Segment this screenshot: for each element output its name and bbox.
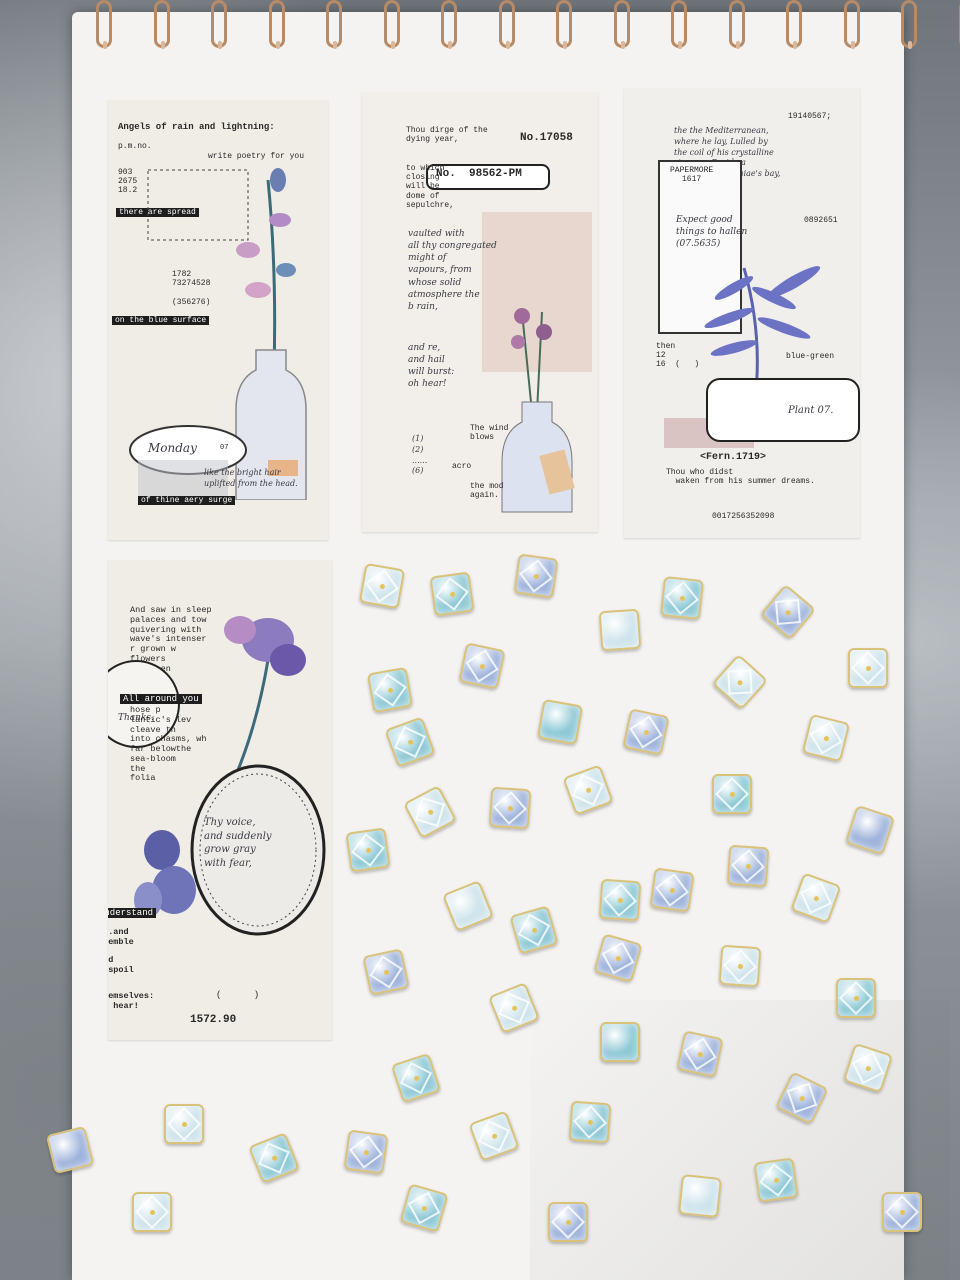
epoxy-tile	[568, 1100, 612, 1144]
spiral-ring	[843, 0, 860, 49]
which-closing-text: to which closing will be dome of sepulch…	[406, 164, 455, 210]
plant-script: Plant 07.	[788, 405, 834, 416]
epoxy-tile	[548, 1202, 588, 1242]
epoxy-tile	[366, 666, 414, 714]
dirge-text: Thou dirge of the dying year,	[406, 126, 488, 145]
handwriting-vaulted: vaulted with all thy congregated might o…	[408, 229, 497, 312]
poem-text-middle: hose p lantic's lev cleave th into chasm…	[130, 705, 207, 784]
epoxy-tile	[718, 944, 762, 988]
flower-bottle-illustration	[129, 168, 307, 500]
spiral-ring	[383, 0, 400, 49]
epoxy-tile	[726, 844, 770, 888]
spiral-ring	[901, 0, 917, 49]
epoxy-tile	[429, 571, 475, 617]
despoil-text: and despoil	[108, 955, 134, 975]
plant-frame	[706, 378, 860, 442]
acro-text: acro	[452, 462, 472, 471]
epoxy-tile	[362, 948, 410, 996]
label-there-are-spread: there are spread	[116, 208, 199, 218]
label-all-around: All around you	[120, 694, 202, 705]
epoxy-tile	[598, 608, 642, 652]
blue-green-label: blue-green	[786, 352, 835, 361]
label-aery-surge: of thine aery surge	[138, 496, 236, 506]
mod-again-text: the mod again.	[470, 482, 504, 501]
spiral-ring	[96, 0, 112, 49]
epoxy-tile	[600, 1022, 640, 1062]
spiral-ring	[211, 0, 227, 49]
handwriting-hail: and re, and hail will burst: oh hear!	[408, 343, 455, 390]
epoxy-tile	[358, 562, 406, 610]
epoxy-tile	[848, 648, 888, 688]
code-number: 19140567;	[788, 112, 832, 121]
spiral-ring	[556, 0, 572, 49]
number-block: 903 2675 18.2	[118, 168, 138, 196]
spiral-ring	[441, 0, 457, 49]
epoxy-tile	[622, 708, 670, 756]
handwriting-bright-hair: like the bright hair uplifted from the h…	[204, 468, 298, 488]
spiral-ring	[613, 0, 630, 49]
papermore-frame	[658, 160, 742, 334]
ticket-number: No. 98562-PM	[436, 168, 522, 180]
epoxy-tile	[343, 1129, 389, 1175]
numbered-list: (1) (2) ...... (6)	[412, 434, 428, 476]
sticker-bottle-flower: Angels of rain and lightning: p.m.no. wr…	[108, 100, 328, 540]
handwriting-expect: Expect good things to hallen (07.5635)	[676, 215, 748, 250]
epoxy-tile	[598, 878, 642, 922]
epoxy-tile	[345, 827, 391, 873]
epoxy-tile	[513, 553, 559, 599]
price-number: 1572.90	[190, 1014, 237, 1026]
paren-blank: ( )	[216, 990, 260, 1000]
spiral-ring	[498, 0, 515, 49]
number-block-2: 1782 73274528	[172, 270, 211, 289]
thou-text: Thou who didst waken from his summer dre…	[666, 468, 815, 487]
sticker-flower-circle: And saw in sleep palaces and tow quiveri…	[108, 560, 332, 1040]
wind-blows-text: The wind blows	[470, 424, 509, 443]
fern-illustration	[704, 266, 821, 409]
barcode-number: 0017256352098	[712, 512, 775, 521]
then-numbers: then 12 16 ( )	[656, 342, 700, 370]
spiral-ring	[153, 0, 170, 49]
label-understand: understand	[108, 908, 157, 919]
side-number: 0892651	[804, 216, 838, 225]
label-blue-surface: on the blue surface	[112, 316, 210, 326]
number-paren: (356276)	[172, 298, 211, 307]
epoxy-tile	[712, 774, 752, 814]
epoxy-tile	[676, 1030, 724, 1078]
epoxy-tile	[536, 698, 584, 746]
epoxy-tile	[132, 1192, 172, 1232]
papermore-label: PAPERMORE 1617	[670, 166, 714, 185]
spiral-ring	[268, 0, 285, 49]
themselves-text: themselves: oh hear!	[108, 991, 155, 1011]
bottle-flower-illustration	[501, 308, 575, 513]
write-poetry-text: write poetry for you	[208, 152, 305, 161]
monday-number: 07	[220, 444, 229, 452]
spiral-ring	[728, 0, 745, 49]
sticker-fern: 19140567; the the Mediterranean, where h…	[624, 88, 860, 538]
monday-script: Monday	[148, 441, 197, 455]
epoxy-tile	[164, 1104, 204, 1144]
thanks-script: Thanks.	[118, 713, 154, 723]
spiral-ring	[786, 0, 802, 49]
epoxy-tile	[660, 576, 704, 620]
epoxy-tile	[649, 867, 695, 913]
epoxy-tile	[678, 1174, 722, 1218]
fern-label: <Fern.1719>	[700, 452, 767, 463]
tremble-text: ...and tremble	[108, 927, 134, 947]
sticker-title: Angels of rain and lightning:	[118, 122, 275, 132]
epoxy-tile	[753, 1157, 799, 1203]
epoxy-tile	[836, 978, 876, 1018]
sticker-number: No.17058	[520, 132, 573, 144]
pm-number: p.m.no.	[118, 142, 152, 151]
spiral-ring	[671, 0, 687, 49]
epoxy-tile	[882, 1192, 922, 1232]
epoxy-tile	[458, 642, 506, 690]
epoxy-tile	[488, 786, 532, 830]
purple-flower-illustration	[134, 616, 326, 936]
ticket-frame	[426, 164, 550, 190]
handwriting-voice: Thy voice, and suddenly grow gray with f…	[204, 817, 272, 869]
spiral-ring	[326, 0, 342, 49]
sticker-ticket-bottle: Thou dirge of the dying year, No.17058 N…	[362, 92, 598, 532]
